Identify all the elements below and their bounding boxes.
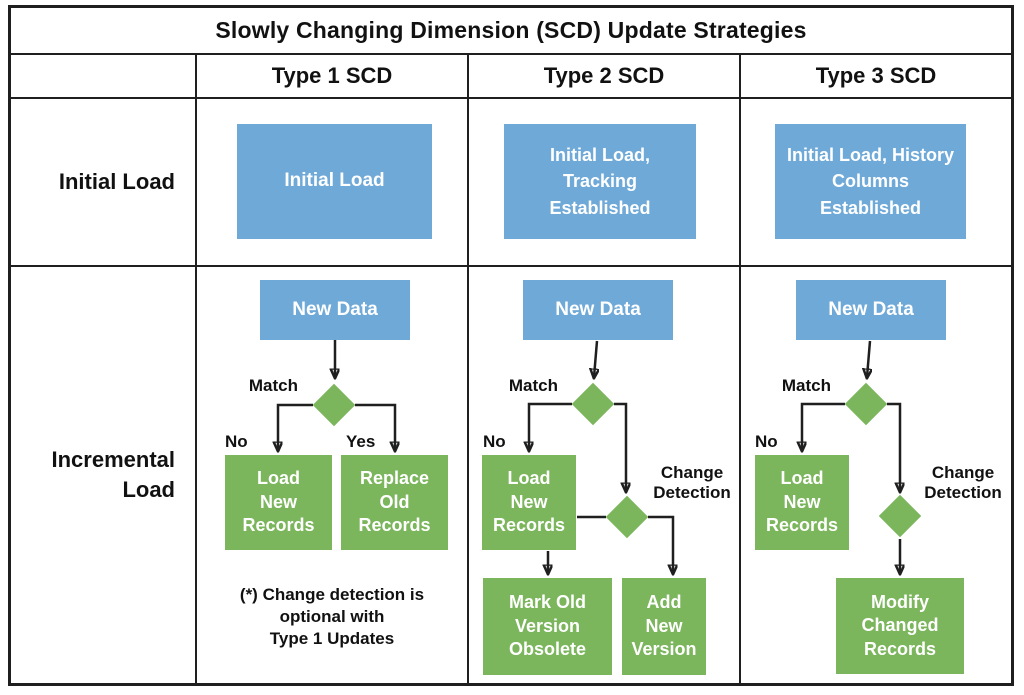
incremental-type2-cell: [469, 267, 741, 683]
type3-match-label: Match: [781, 376, 831, 395]
table: Slowly Changing Dimension (SCD) Update S…: [8, 5, 1014, 686]
type1-initial-load-box: Initial Load: [237, 124, 432, 239]
type2-match-label: Match: [508, 376, 558, 395]
type2-new-data-box: New Data: [523, 280, 673, 340]
type3-load-new-records-box: Load New Records: [755, 455, 849, 550]
incremental-load-row: Incremental Load: [11, 267, 1011, 683]
type1-load-new-records-box: Load New Records: [225, 455, 332, 550]
column-header-type1: Type 1 SCD: [271, 63, 393, 88]
type1-no-label: No: [225, 432, 248, 451]
column-header-type2: Type 2 SCD: [543, 63, 665, 88]
initial-load-row-label-cell: Initial Load: [11, 99, 197, 265]
type1-match-label: Match: [248, 376, 298, 395]
type2-load-new-records-box: Load New Records: [482, 455, 576, 550]
type3-change-detection-label: Change Detection: [924, 463, 1002, 502]
type2-no-label: No: [483, 432, 506, 451]
initial-load-row-label: Initial Load: [58, 169, 175, 195]
page-title: Slowly Changing Dimension (SCD) Update S…: [215, 17, 807, 43]
type2-add-new-version-box: Add New Version: [622, 578, 706, 675]
header-type1: Type 1 SCD: [197, 55, 469, 97]
incremental-load-row-label-cell: Incremental Load: [11, 267, 197, 683]
type3-initial-load-box: Initial Load, History Columns Establishe…: [775, 124, 966, 239]
type2-initial-load-box: Initial Load, Tracking Established: [504, 124, 696, 239]
title-row: Slowly Changing Dimension (SCD) Update S…: [11, 8, 1011, 55]
type1-replace-old-records-box: Replace Old Records: [341, 455, 448, 550]
header-type3: Type 3 SCD: [741, 55, 1011, 97]
initial-load-row: Initial Load: [11, 99, 1011, 267]
type1-footnote: (*) Change detection is optional with Ty…: [239, 585, 425, 648]
column-header-type3: Type 3 SCD: [815, 63, 937, 88]
type2-change-detection-label: Change Detection: [653, 463, 731, 502]
type1-yes-label: Yes: [346, 432, 376, 451]
type1-new-data-box: New Data: [260, 280, 410, 340]
header-empty-cell: [11, 55, 197, 97]
header-type2: Type 2 SCD: [469, 55, 741, 97]
type2-mark-old-version-obsolete-box: Mark Old Version Obsolete: [483, 578, 612, 675]
type3-no-label: No: [755, 432, 778, 451]
header-row: Type 1 SCD Type 2 SCD Type 3 SCD: [11, 55, 1011, 99]
incremental-load-row-label: Incremental Load: [51, 447, 176, 502]
type3-modify-changed-records-box: Modify Changed Records: [836, 578, 964, 674]
incremental-type1-cell: [197, 267, 469, 683]
initial-type1-cell: [197, 99, 469, 265]
type3-new-data-box: New Data: [796, 280, 946, 340]
initial-type2-cell: [469, 99, 741, 265]
